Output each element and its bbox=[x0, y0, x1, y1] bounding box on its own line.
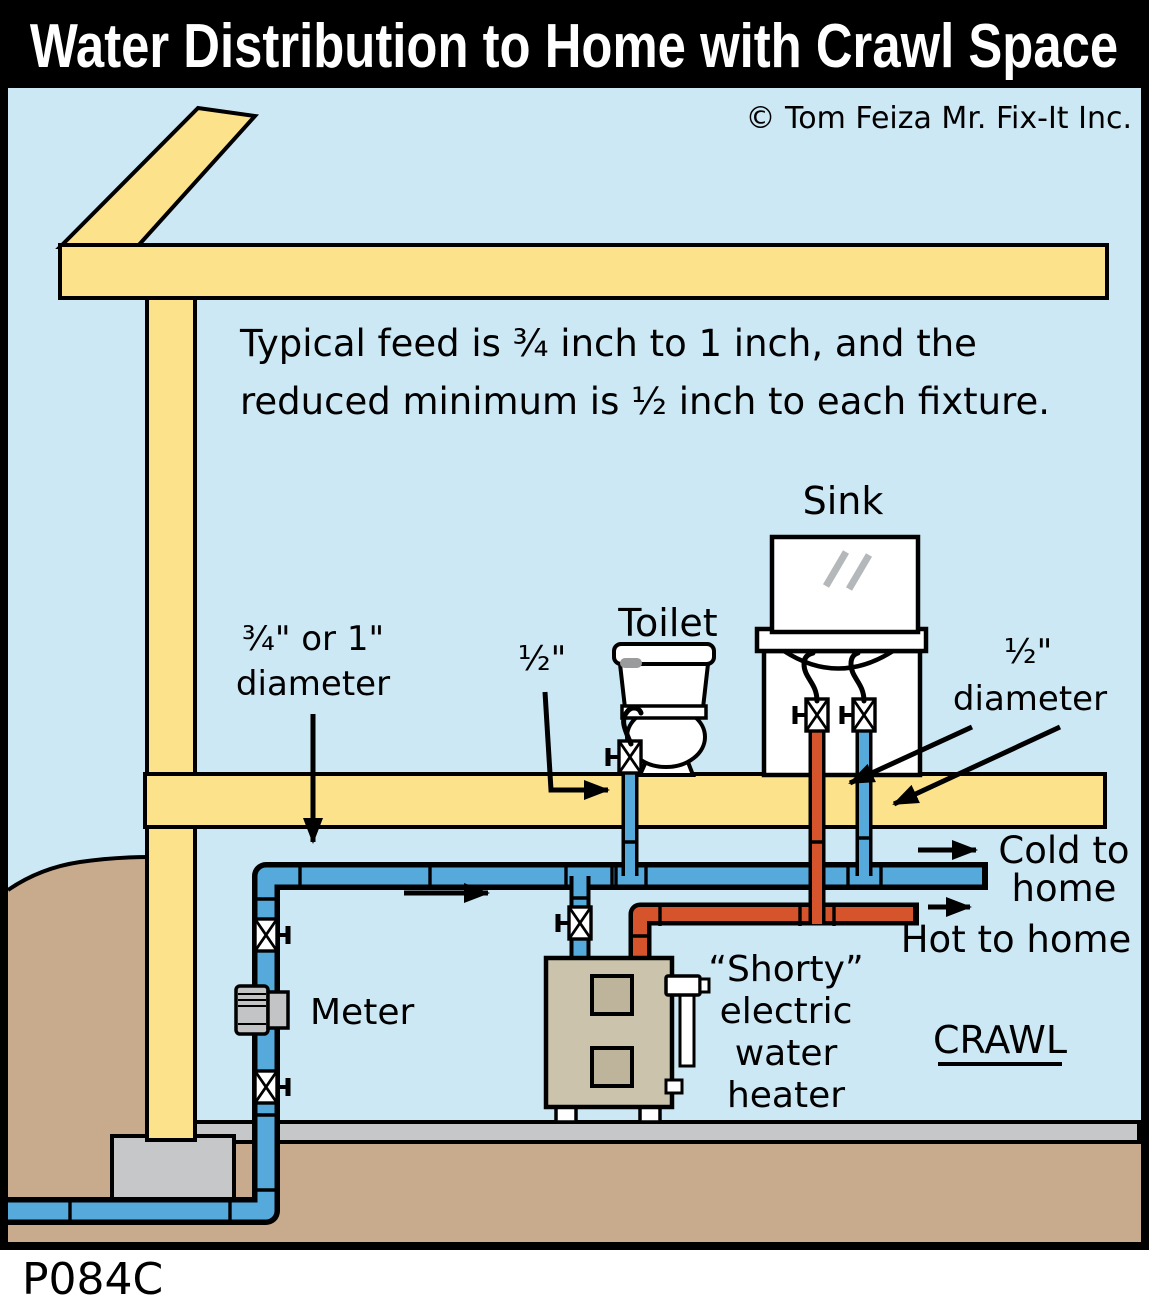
ceiling-beam bbox=[58, 243, 1109, 300]
sink-vanity bbox=[754, 534, 929, 778]
mirror-glare-icon bbox=[822, 550, 873, 591]
toilet-flush-handle bbox=[620, 658, 642, 668]
copyright-credit: © Tom Feiza Mr. Fix-It Inc. bbox=[745, 101, 1132, 136]
meter-ridges bbox=[238, 993, 266, 1025]
service-riser-coupling-ticks bbox=[252, 897, 280, 1192]
cold-to-home-label-line2: home bbox=[1012, 867, 1117, 910]
feed-diameter-label-line2: diameter bbox=[236, 664, 390, 704]
water-meter: Meter bbox=[234, 984, 414, 1036]
cold-to-home-label-line1: Cold to bbox=[998, 829, 1129, 872]
fixture-branch-label-line1: ½" bbox=[1004, 632, 1053, 672]
feed-diameter-label-line1: ¾" or 1" bbox=[242, 619, 384, 659]
toilet-supply-line bbox=[621, 705, 644, 747]
figure-code: P084C bbox=[22, 1254, 163, 1302]
crawl-label: CRAWL bbox=[933, 1018, 1067, 1062]
riser-coupling-ticks bbox=[571, 836, 872, 938]
cold-riser-leader bbox=[892, 724, 1062, 807]
toilet bbox=[612, 642, 716, 777]
fixture-supply-lines bbox=[621, 650, 867, 747]
hot-water-piping bbox=[628, 704, 919, 965]
cold-water-piping bbox=[8, 704, 988, 1225]
cold-main-coupling-ticks bbox=[298, 862, 883, 890]
meter-label: Meter bbox=[310, 992, 414, 1033]
fixture-branch-label-line2: diameter bbox=[953, 679, 1107, 719]
heater-label-line2: electric bbox=[720, 991, 853, 1032]
heater-drain-valve bbox=[664, 1078, 684, 1095]
pipe-couplings bbox=[68, 836, 883, 1225]
heater-lower-element-panel bbox=[590, 1046, 634, 1088]
wall-stud bbox=[145, 296, 197, 1142]
note-text: Typical feed is ¾ inch to 1 inch, and th… bbox=[239, 322, 1050, 423]
toilet-tank bbox=[617, 662, 711, 710]
meter-register bbox=[266, 990, 290, 1030]
tpr-valve bbox=[664, 974, 702, 997]
toilet-label: Toilet bbox=[617, 601, 717, 645]
water-heater bbox=[543, 955, 711, 1124]
note-line-2: reduced minimum is ½ inch to each fixtur… bbox=[240, 380, 1050, 423]
sink-label: Sink bbox=[803, 479, 884, 523]
hot-main-coupling-ticks bbox=[658, 903, 836, 926]
hot-riser-leader bbox=[848, 724, 974, 786]
tpr-valve-lever bbox=[698, 977, 711, 994]
sink-hot-supply-line bbox=[801, 650, 820, 704]
sink-basin bbox=[782, 649, 895, 671]
heater-label-line3: water bbox=[735, 1033, 838, 1074]
grade-line bbox=[6, 855, 151, 892]
diagram-labels: Sink Toilet ¾" or 1" diameter ½" ½" diam… bbox=[236, 479, 1131, 1116]
heater-label-line4: heater bbox=[727, 1075, 845, 1116]
note-line-1: Typical feed is ¾ inch to 1 inch, and th… bbox=[239, 322, 977, 365]
toilet-branch-leader bbox=[542, 691, 610, 800]
annotation-arrows bbox=[303, 691, 1062, 917]
crawl-slab bbox=[188, 1120, 1141, 1144]
toilet-branch-size-label: ½" bbox=[518, 639, 567, 679]
service-line-coupling-ticks bbox=[68, 1197, 232, 1225]
mirror bbox=[769, 534, 921, 635]
hot-to-home-label: Hot to home bbox=[901, 918, 1132, 961]
sink-cold-supply-line bbox=[848, 650, 867, 704]
toilet-tank-lip bbox=[620, 704, 708, 720]
heater-label-line1: “Shorty” bbox=[708, 949, 863, 990]
page-title: Water Distribution to Home with Crawl Sp… bbox=[30, 12, 1118, 81]
foundation-footing bbox=[110, 1134, 236, 1202]
heater-upper-element-panel bbox=[590, 974, 634, 1016]
tpr-discharge-tube bbox=[678, 993, 696, 1068]
